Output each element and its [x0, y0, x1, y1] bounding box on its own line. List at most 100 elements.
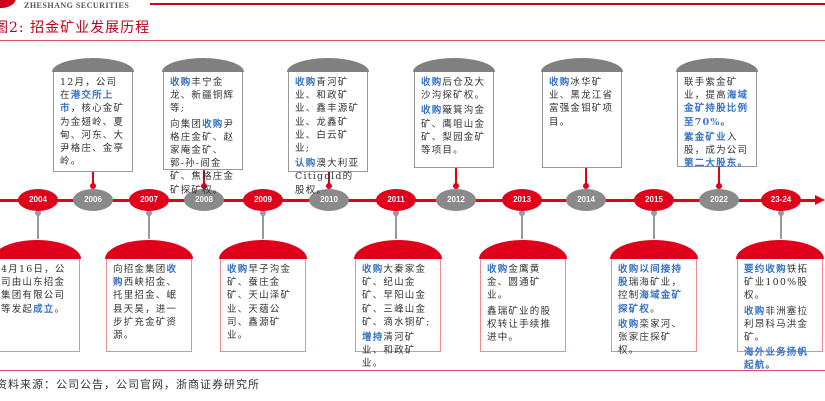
year-node-2012: 2012	[436, 189, 476, 211]
event-card-2008: 收购 丰宁金龙、新疆铜辉等;向集团收购尹格庄金矿、赵家庵金矿、郭-孙-阎金矿、焦格…	[162, 58, 244, 196]
highlight-text: 收购以间接持股	[618, 264, 683, 289]
event-card-2010: 收购青河矿业、和政矿业、鑫丰源矿业、龙鑫矿业、白云矿业;认购澳大利亚Citigo…	[287, 58, 369, 196]
card-paragraph: 收购金鹰黄金、圆通矿业。	[487, 263, 559, 303]
connector-line	[653, 213, 655, 239]
event-card-2012: 收购后仓及大沙沟探矿权。收购簸箕沟金矿、鹰咀山金矿、梨园金矿等项目。	[413, 58, 495, 168]
year-node-2008: 2008	[184, 189, 224, 211]
body-text: 青河矿业、和政矿业、鑫丰源矿业、龙鑫矿业、白云矿业;	[295, 77, 360, 155]
body-text: 非洲塞拉利昂科马洪金矿。	[744, 305, 809, 344]
connector-dot	[453, 183, 459, 189]
body-text: 。	[54, 303, 66, 315]
year-node-2011: 2011	[376, 189, 416, 211]
highlight-text: 第二大股东。	[684, 158, 749, 170]
card-paragraph: 向招金集团收购西峡招金、托里招金、岷县天昊，进一步扩充金矿资源。	[113, 263, 185, 342]
highlight-text: 收购	[202, 118, 224, 130]
body-text: 清河矿业、和政矿业。	[362, 332, 416, 370]
card-paragraph: 增持清河矿业、和政矿业。	[362, 331, 434, 371]
body-text: 簸箕沟金矿、鹰咀山金矿、梨园金矿等项目。	[421, 105, 486, 157]
card-text: 收购 丰宁金龙、新疆铜辉等;向集团收购尹格庄金矿、赵家庵金矿、郭-孙-阎金矿、焦格…	[164, 71, 242, 204]
card-paragraph: 收购后仓及大沙沟探矿权。	[421, 76, 487, 102]
highlight-text: 成立	[33, 303, 55, 315]
card-paragraph: 要约收购铁拓矿业100%股权。	[744, 263, 816, 303]
card-paragraph: 收购早子沟金矿、蚕庄金矿、天山泽矿业、天蕴公司、鑫源矿业。	[227, 263, 299, 342]
figure-title: 图2: 招金矿业发展历程	[0, 20, 151, 36]
highlight-text: 收购	[618, 318, 640, 330]
body-text: 入股，成为公司	[684, 131, 749, 157]
card-text: 收购后仓及大沙沟探矿权。收购簸箕沟金矿、鹰咀山金矿、梨园金矿等项目。	[415, 71, 493, 164]
connector-dot	[651, 210, 657, 216]
card-text: 12月，公司在港交所上市，核心金矿为金翅岭、夏甸、河东、大尹格庄、金亭岭。	[54, 71, 132, 175]
logo-text: ZHESHANG SECURITIES	[24, 1, 130, 10]
header-divider	[150, 3, 825, 5]
highlight-text: 海外业务扬帆起航。	[744, 347, 809, 372]
card-text: 要约收购铁拓矿业100%股权。收购非洲塞拉利昂科马洪金矿。海外业务扬帆起航。	[738, 258, 822, 380]
card-paragraph: 收购大秦家金矿、纪山金矿、早阳山金矿、三峰山金矿、滴水铜矿;	[362, 263, 434, 329]
body-text: 鑫瑞矿业的股权转让手续推进中。	[487, 305, 552, 344]
card-paragraph: 鑫瑞矿业的股权转让手续推进中。	[487, 305, 559, 345]
connector-line	[780, 213, 782, 239]
card-text: 收购以间接持股瑞海矿业，控制海域金矿探矿权。收购栾家河、张家庄探矿权。	[612, 258, 696, 364]
body-text: 西峡招金、托里招金、岷县天昊，进一步扩充金矿资源。	[113, 277, 178, 342]
connector-line	[455, 168, 457, 188]
body-text: 向集团	[170, 118, 203, 130]
highlight-text: 收购	[421, 105, 443, 117]
body-text: 4月16日，公司由山东招金集团有限公司等发起	[1, 264, 66, 315]
body-text: 铁拓矿业100%股权。	[744, 264, 809, 302]
highlight-text: 收购	[549, 77, 571, 88]
body-text: ，核心金矿为金翅岭、夏甸、河东、大尹格庄、金亭岭。	[60, 103, 125, 168]
card-paragraph: 海外业务扬帆起航。	[744, 346, 816, 372]
highlight-text: 港交所上市	[60, 90, 114, 115]
connector-dot	[519, 210, 525, 216]
card-header	[0, 240, 81, 259]
body-text: 后仓及大沙沟探矿权。	[421, 77, 486, 102]
event-card-2014: 收购冰华矿业、黑龙江省富强金钼矿项目。	[541, 58, 623, 168]
card-paragraph: 12月，公司在港交所上市，核心金矿为金翅岭、夏甸、河东、大尹格庄、金亭岭。	[60, 76, 126, 168]
card-text: 向招金集团收购西峡招金、托里招金、岷县天昊，进一步扩充金矿资源。	[107, 258, 191, 349]
connector-dot	[260, 210, 266, 216]
card-paragraph: 收购栾家河、张家庄探矿权。	[618, 318, 690, 358]
highlight-text: 收购	[227, 264, 249, 275]
body-text: 向招金集团	[113, 264, 167, 275]
connector-line	[148, 213, 150, 239]
year-node-2014: 2014	[566, 189, 606, 211]
body-text: 冰华矿业、黑龙江省富强金钼矿项目。	[549, 77, 614, 128]
highlight-text: 海域金矿探矿权	[618, 290, 683, 315]
body-text: 早子沟金矿、蚕庄金矿、天山泽矿业、天蕴公司、鑫源矿业。	[227, 264, 292, 342]
card-paragraph: 认购澳大利亚Citigold的股权。	[295, 157, 361, 197]
body-text: 丰宁金龙、新疆铜辉等;	[170, 77, 235, 115]
body-text: 联手紫金矿业，提高	[684, 77, 738, 102]
card-header	[354, 240, 442, 259]
event-card-2011: 收购大秦家金矿、纪山金矿、早阳山金矿、三峰山金矿、滴水铜矿;增持清河矿业、和政矿…	[354, 240, 442, 369]
connector-dot	[778, 210, 784, 216]
highlight-text: 收购	[113, 264, 178, 289]
card-header	[541, 58, 623, 72]
year-node-23-24: 23-24	[761, 189, 801, 211]
card-header	[736, 240, 824, 259]
connector-dot	[35, 210, 41, 216]
year-node-2013: 2013	[502, 189, 542, 211]
card-header	[610, 240, 698, 259]
year-node-2022: 2022	[699, 189, 739, 211]
event-card-2015: 收购以间接持股瑞海矿业，控制海域金矿探矿权。收购栾家河、张家庄探矿权。	[610, 240, 698, 356]
connector-line	[262, 213, 264, 239]
card-header	[676, 58, 758, 72]
card-paragraph: 向集团收购尹格庄金矿、赵家庵金矿、郭-孙-阎金矿、焦格庄金矿探矿权。	[170, 118, 236, 197]
card-paragraph: 收购冰华矿业、黑龙江省富强金钼矿项目。	[549, 76, 615, 129]
highlight-text: 收购	[362, 264, 384, 275]
connector-dot	[393, 210, 399, 216]
connector-line	[203, 170, 205, 188]
highlight-text: 收购	[295, 77, 317, 88]
card-paragraph: 紫金矿业入股，成为公司第二大股东。	[684, 131, 750, 171]
card-header	[219, 240, 307, 259]
connector-line	[521, 213, 523, 239]
card-paragraph: 收购簸箕沟金矿、鹰咀山金矿、梨园金矿等项目。	[421, 104, 487, 157]
title-divider	[0, 40, 825, 41]
card-text: 收购金鹰黄金、圆通矿业。鑫瑞矿业的股权转让手续推进中。	[481, 258, 565, 351]
card-paragraph: 联手紫金矿业，提高海域金矿持股比例至70%。	[684, 76, 750, 129]
timeline-arrow-icon	[815, 195, 825, 205]
connector-line	[395, 213, 397, 239]
card-text: 4月16日，公司由山东招金集团有限公司等发起成立。	[0, 258, 79, 323]
card-paragraph: 收购青河矿业、和政矿业、鑫丰源矿业、龙鑫矿业、白云矿业;	[295, 76, 361, 155]
body-text: 栾家河、张家庄探矿权。	[618, 318, 683, 357]
card-text: 收购大秦家金矿、纪山金矿、早阳山金矿、三峰山金矿、滴水铜矿;增持清河矿业、和政矿…	[356, 258, 440, 378]
